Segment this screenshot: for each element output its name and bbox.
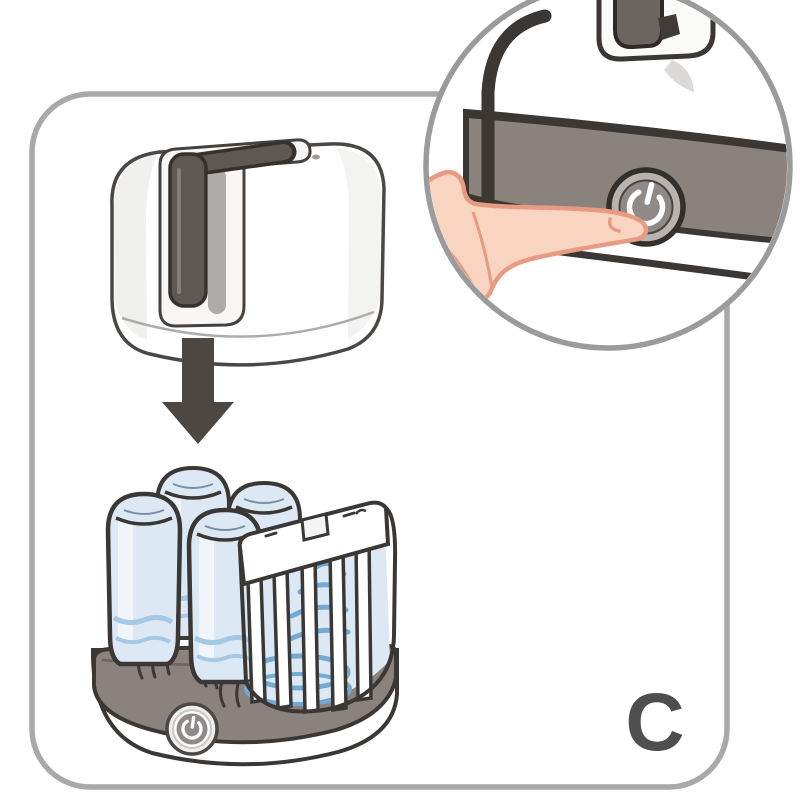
accessory-basket bbox=[237, 500, 398, 715]
callout-device-edge bbox=[481, 9, 552, 229]
basket-outline bbox=[238, 506, 398, 714]
arrow-down-icon bbox=[162, 338, 234, 444]
power-icon bbox=[181, 715, 203, 740]
step-label: C bbox=[625, 677, 684, 768]
callout-handle bbox=[613, 0, 664, 50]
bottle-front-left bbox=[105, 491, 183, 667]
lid-right-shade bbox=[336, 147, 381, 338]
rim-notch bbox=[354, 508, 367, 515]
ring-stack-2 bbox=[244, 672, 352, 706]
callout-shadow bbox=[664, 60, 694, 92]
lid-illustration bbox=[110, 138, 386, 367]
lid-body bbox=[110, 142, 386, 367]
handle-shadow bbox=[208, 168, 226, 314]
steriliser-unit bbox=[91, 465, 399, 767]
handle-top bbox=[184, 144, 292, 173]
base-power-button bbox=[165, 702, 219, 756]
callout-handle-tab bbox=[658, 14, 680, 40]
fingernail-line bbox=[607, 217, 621, 233]
lid-left-shade bbox=[113, 154, 158, 340]
rim-slots bbox=[264, 511, 356, 538]
rim-square-hole bbox=[300, 512, 330, 542]
lid-vent-dot bbox=[312, 154, 320, 160]
callout-content bbox=[429, 0, 787, 307]
basket-rim bbox=[237, 500, 391, 587]
handle-grip bbox=[168, 152, 208, 308]
lid-bottom-rim-line bbox=[121, 310, 375, 338]
callout-band-top-edge bbox=[467, 110, 787, 153]
